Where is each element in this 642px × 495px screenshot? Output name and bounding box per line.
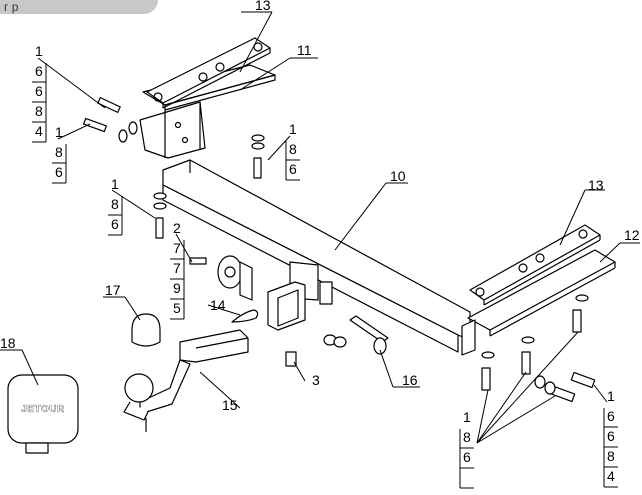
callout-15: 15: [222, 397, 238, 413]
stack-g-digit-3: 8: [607, 448, 615, 464]
stack-e-digit-0: 2: [173, 220, 181, 236]
socket-plate: [217, 255, 253, 301]
pin-part-16: [349, 315, 389, 355]
callout-16: 16: [402, 372, 418, 388]
clip-part-14: [231, 309, 259, 323]
left-plate-part-13: [146, 37, 271, 109]
callout-11: 11: [297, 42, 312, 58]
stack-f-digit-0: 1: [463, 409, 471, 425]
stack-rules: [32, 63, 618, 489]
plug-cover-part-18: [7, 374, 79, 454]
callout-17: 17: [105, 282, 121, 298]
stack-b-digit-2: 6: [55, 164, 63, 180]
callout-10: 10: [390, 168, 406, 184]
stack-e-digit-2: 7: [173, 260, 181, 276]
stack-c-digit-2: 6: [289, 161, 297, 177]
stack-g-digit-1: 6: [607, 408, 615, 424]
stack-a-digit-2: 6: [35, 83, 43, 99]
stack-e-digit-1: 7: [173, 240, 181, 256]
corner-tab: г р: [0, 0, 158, 14]
callout-14: 14: [210, 297, 226, 313]
stack-c-digit-0: 1: [289, 121, 297, 137]
leader-lines: [0, 11, 640, 444]
stack-e-digit-3: 9: [173, 280, 181, 296]
stack-a-digit-3: 8: [35, 103, 43, 119]
stack-d-digit-0: 1: [111, 176, 119, 192]
callout-13b: 13: [588, 177, 604, 193]
stack-f-digit-1: 8: [463, 429, 471, 445]
crossbar-part-10: [162, 159, 471, 353]
stack-g-digit-0: 1: [607, 388, 615, 404]
callout-3: 3: [312, 372, 320, 388]
plug-cover-logo: JETOUR: [21, 404, 65, 415]
stack-b-digit-1: 8: [55, 144, 63, 160]
callout-18: 18: [0, 335, 16, 351]
right-plate-part-13: [469, 224, 601, 306]
stack-f-digit-2: 6: [463, 449, 471, 465]
stack-a-digit-0: 1: [35, 43, 43, 59]
ball-mount-part-15: [123, 329, 249, 432]
stack-e-digit-4: 5: [173, 300, 181, 316]
stack-a-digit-4: 4: [35, 123, 43, 139]
stack-b-digit-0: 1: [55, 124, 63, 140]
fasteners: [83, 97, 596, 403]
ball-cap-part-17: [131, 313, 161, 347]
stack-d-digit-2: 6: [111, 216, 119, 232]
callout-12: 12: [624, 227, 640, 243]
right-bracket-part-12: [461, 249, 616, 356]
stack-g-digit-2: 6: [607, 428, 615, 444]
stack-g-digit-4: 4: [607, 468, 615, 484]
callout-13: 13: [255, 0, 271, 13]
hitch-receiver: [267, 261, 333, 331]
stack-a-digit-1: 6: [35, 63, 43, 79]
corner-tab-text: г р: [4, 0, 19, 14]
stack-c-digit-1: 8: [289, 141, 297, 157]
stack-d-digit-1: 8: [111, 196, 119, 212]
